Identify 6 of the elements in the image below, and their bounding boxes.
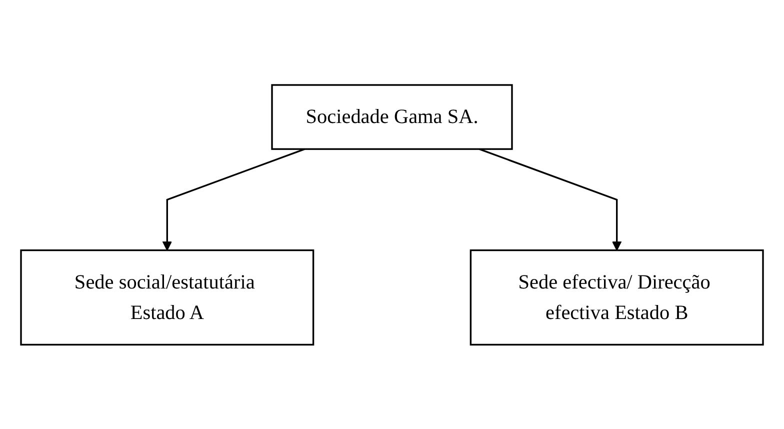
node-box <box>470 249 764 346</box>
arrow <box>478 148 622 250</box>
flowchart-diagram: Sociedade Gama SA. Sede social/estatutária Estado A Sede efectiva/ Direcção efectiva Estado B <box>12 76 772 354</box>
node-box <box>271 84 513 150</box>
node-box <box>20 249 314 346</box>
arrow <box>162 148 306 250</box>
